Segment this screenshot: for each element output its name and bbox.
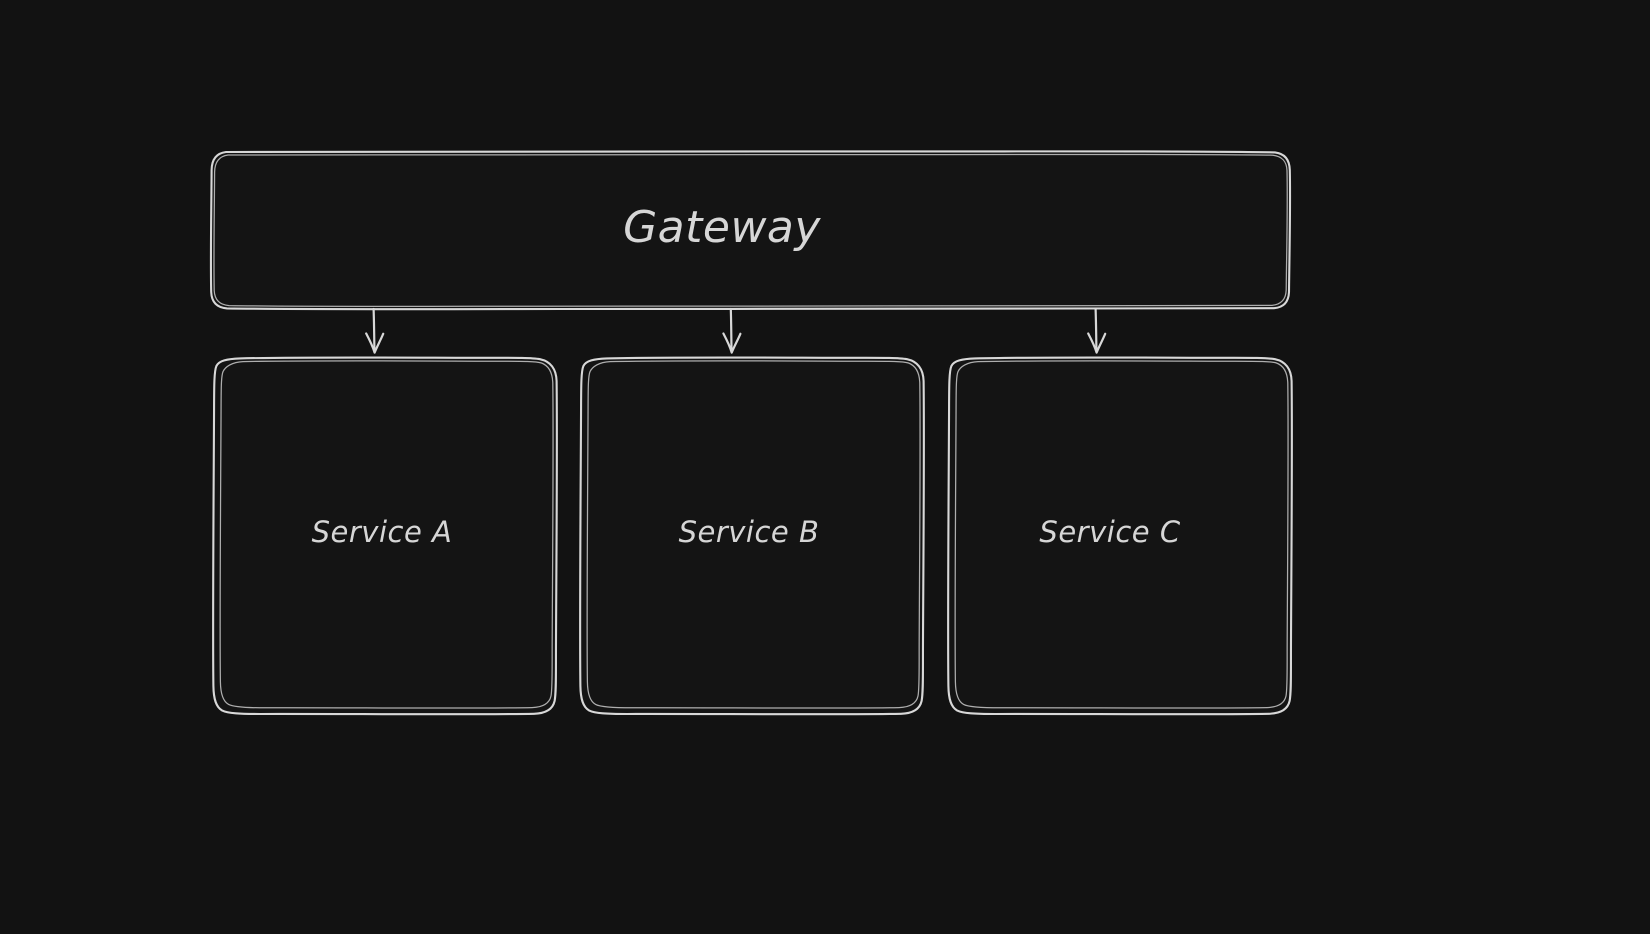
node-gateway-outline-secondary: [213, 153, 1288, 308]
edge-gateway-to-service-c-line: [1094, 307, 1098, 353]
edge-gateway-to-service-b-line: [729, 307, 733, 353]
node-service-b-label: Service B: [679, 515, 820, 549]
node-service-b[interactable]: Service B: [579, 356, 925, 716]
node-service-c-label: Service C: [1039, 515, 1180, 549]
node-gateway-outline-primary: [209, 149, 1292, 311]
edge-gateway-to-service-a-line: [372, 307, 376, 353]
edge-gateway-to-service-a-arrowhead: [365, 332, 385, 354]
edge-gateway-to-service-b-arrowhead: [722, 332, 742, 354]
node-service-c-fill: [948, 357, 1292, 715]
node-gateway-fill: [211, 151, 1290, 309]
node-gateway[interactable]: Gateway: [209, 149, 1292, 311]
node-service-b-outline-primary: [579, 356, 925, 716]
edge-gateway-to-service-b[interactable]: [722, 307, 742, 354]
node-service-b-outline-secondary: [586, 360, 921, 709]
node-service-b-fill: [580, 357, 924, 715]
node-service-a-outline-secondary: [219, 360, 554, 709]
node-service-a-fill: [213, 357, 557, 715]
node-service-a-label: Service A: [312, 515, 453, 549]
node-service-a-outline-primary: [212, 356, 558, 716]
node-gateway-label: Gateway: [623, 202, 821, 253]
node-service-c-outline-primary: [947, 356, 1293, 716]
edge-gateway-to-service-c[interactable]: [1087, 307, 1107, 354]
edge-gateway-to-service-a[interactable]: [365, 307, 385, 354]
edge-gateway-to-service-c-arrowhead: [1087, 332, 1107, 354]
node-service-a[interactable]: Service A: [212, 356, 558, 716]
node-service-c[interactable]: Service C: [947, 356, 1293, 716]
node-service-c-outline-secondary: [954, 360, 1289, 709]
